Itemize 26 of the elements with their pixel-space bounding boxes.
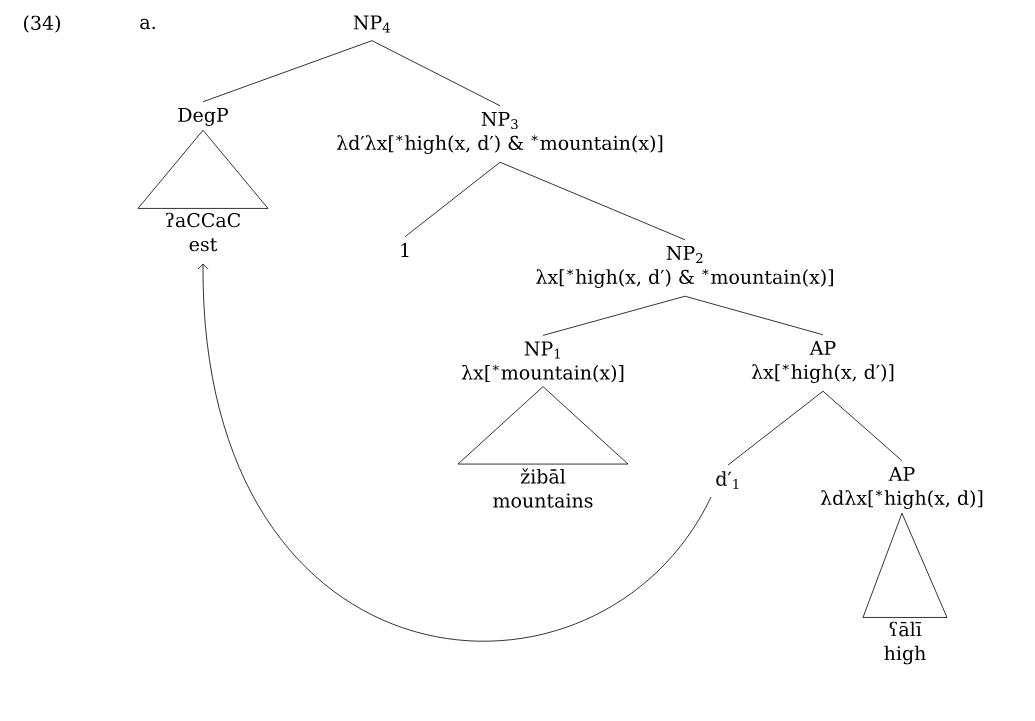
tree-node-label: ʔaCCaC est: [166, 212, 241, 252]
tree-branch: [684, 295, 824, 336]
tree-branch: [542, 295, 686, 336]
tree-branch: [202, 40, 373, 103]
triangle-roof: [137, 129, 269, 209]
tree-node-label: DegP: [178, 107, 229, 127]
tree-node-label: NP$_{1}$ λx[$^{∗}$mountain(x)]: [461, 341, 624, 383]
example-number: (34): [24, 15, 60, 33]
tree-branch: [371, 40, 501, 107]
tree-node-label: NP$_{4}$: [353, 15, 391, 33]
tree-node-label: d′$_{1}$: [716, 471, 739, 489]
tree-branch: [727, 390, 824, 466]
tree-branch: [499, 161, 686, 241]
example-number: a.: [140, 18, 155, 30]
tree-node-label: žibāl mountains: [493, 468, 593, 508]
triangle-roof: [457, 386, 629, 465]
tree-node-label: AP λx[$^{∗}$high(x, d′)]: [751, 340, 894, 384]
tree-node-label: AP λdλx[$^{∗}$high(x, d)]: [820, 466, 983, 510]
tree-branch: [404, 161, 501, 238]
tree-node-label: ʕālī high: [884, 621, 926, 665]
triangle-roof: [862, 512, 948, 618]
tree-node-label: NP$_{2}$ λx[$^{∗}$high(x, d′) & $^{∗}$mountain(x)]: [536, 245, 833, 289]
tree-node-label: 1: [401, 242, 409, 258]
tree-branch: [822, 390, 903, 462]
movement-arrow: [197, 263, 712, 642]
tree-node-label: NP$_{3}$ λd′λx[$^{∗}$high(x, d′) & $^{∗}$mountain(x)]: [336, 111, 663, 155]
